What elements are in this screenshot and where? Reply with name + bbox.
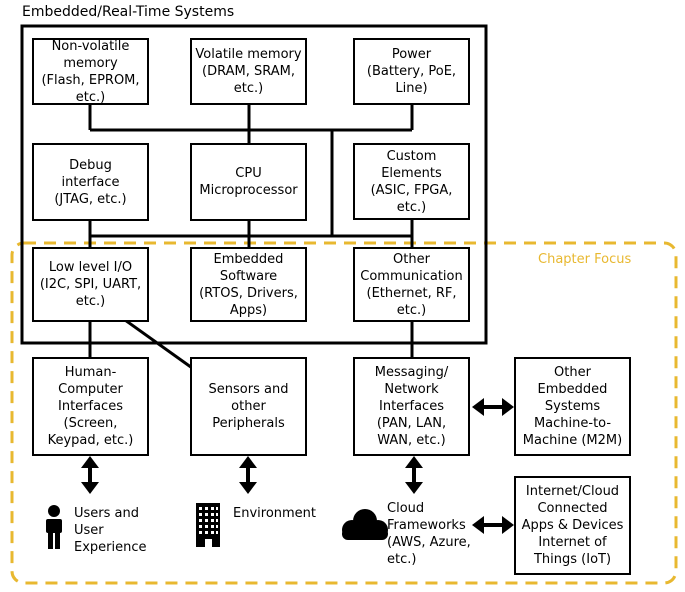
internal-bus <box>88 105 414 247</box>
cpu-block: CPU Microprocessor <box>190 143 307 221</box>
power-block: Power (Battery, PoE, Line) <box>353 38 470 105</box>
cloud-label: Cloud Frameworks (AWS, Azure, etc.) <box>387 501 471 567</box>
hci-block: Human- Computer Interfaces (Screen, Keyp… <box>32 357 149 456</box>
chapter-focus-region <box>10 241 678 585</box>
low-level-io-block: Low level I/O (I2C, SPI, UART, etc.) <box>32 247 149 322</box>
arrow-cloud-iot <box>472 516 514 534</box>
cloud-icon <box>342 509 388 540</box>
sensors-block: Sensors and other Peripherals <box>190 357 307 456</box>
person-icon <box>46 505 62 549</box>
messaging-block: Messaging/ Network Interfaces (PAN, LAN,… <box>353 357 470 456</box>
embedded-system-border <box>20 24 488 345</box>
diagram-title: Embedded/Real-Time Systems <box>22 4 235 20</box>
volatile-memory-block: Volatile memory (DRAM, SRAM, etc.) <box>190 38 307 105</box>
environment-label: Environment <box>233 506 317 521</box>
debug-interface-block: Debug interface (JTAG, etc.) <box>32 143 149 221</box>
chapter-focus-label: Chapter Focus <box>538 252 632 267</box>
building-icon <box>196 503 220 547</box>
arrow-messaging-cloud <box>405 456 423 494</box>
external-connections <box>88 318 414 372</box>
users-label: Users and User Experience <box>74 506 147 555</box>
arrow-messaging-otherembedded <box>472 398 514 416</box>
arrow-sensors-environment <box>239 456 257 494</box>
other-embedded-block: Other Embedded Systems Machine-to- Machi… <box>514 357 631 456</box>
nonvolatile-memory-block: Non-volatile memory (Flash, EPROM, etc.) <box>32 38 149 105</box>
embedded-software-block: Embedded Software (RTOS, Drivers, Apps) <box>190 247 307 322</box>
arrow-hci-users <box>81 456 99 494</box>
other-communication-block: Other Communication (Ethernet, RF, etc.) <box>353 247 470 322</box>
iot-block: Internet/Cloud Connected Apps & Devices … <box>514 476 631 575</box>
custom-elements-block: Custom Elements (ASIC, FPGA, etc.) <box>353 143 470 220</box>
